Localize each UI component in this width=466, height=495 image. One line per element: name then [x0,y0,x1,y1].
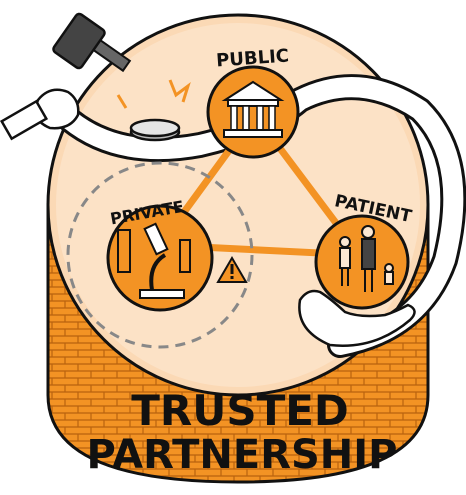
warning-icon [216,256,248,283]
sound-block [116,79,191,142]
private-node [106,204,214,312]
label-public: PUBLIC [216,45,290,71]
building-icon [221,80,285,138]
public-node [206,65,300,159]
microscope-icon [117,222,191,299]
hand-icon [0,88,80,141]
open-hand-icon [298,289,416,347]
label-trusted: TRUSTED [131,386,349,435]
gavel-icon [52,12,132,73]
label-partnership: PARTNERSHIP [87,432,398,478]
private-dashed-ring [66,161,254,349]
family-icon [339,225,394,292]
patient-node [314,214,410,310]
